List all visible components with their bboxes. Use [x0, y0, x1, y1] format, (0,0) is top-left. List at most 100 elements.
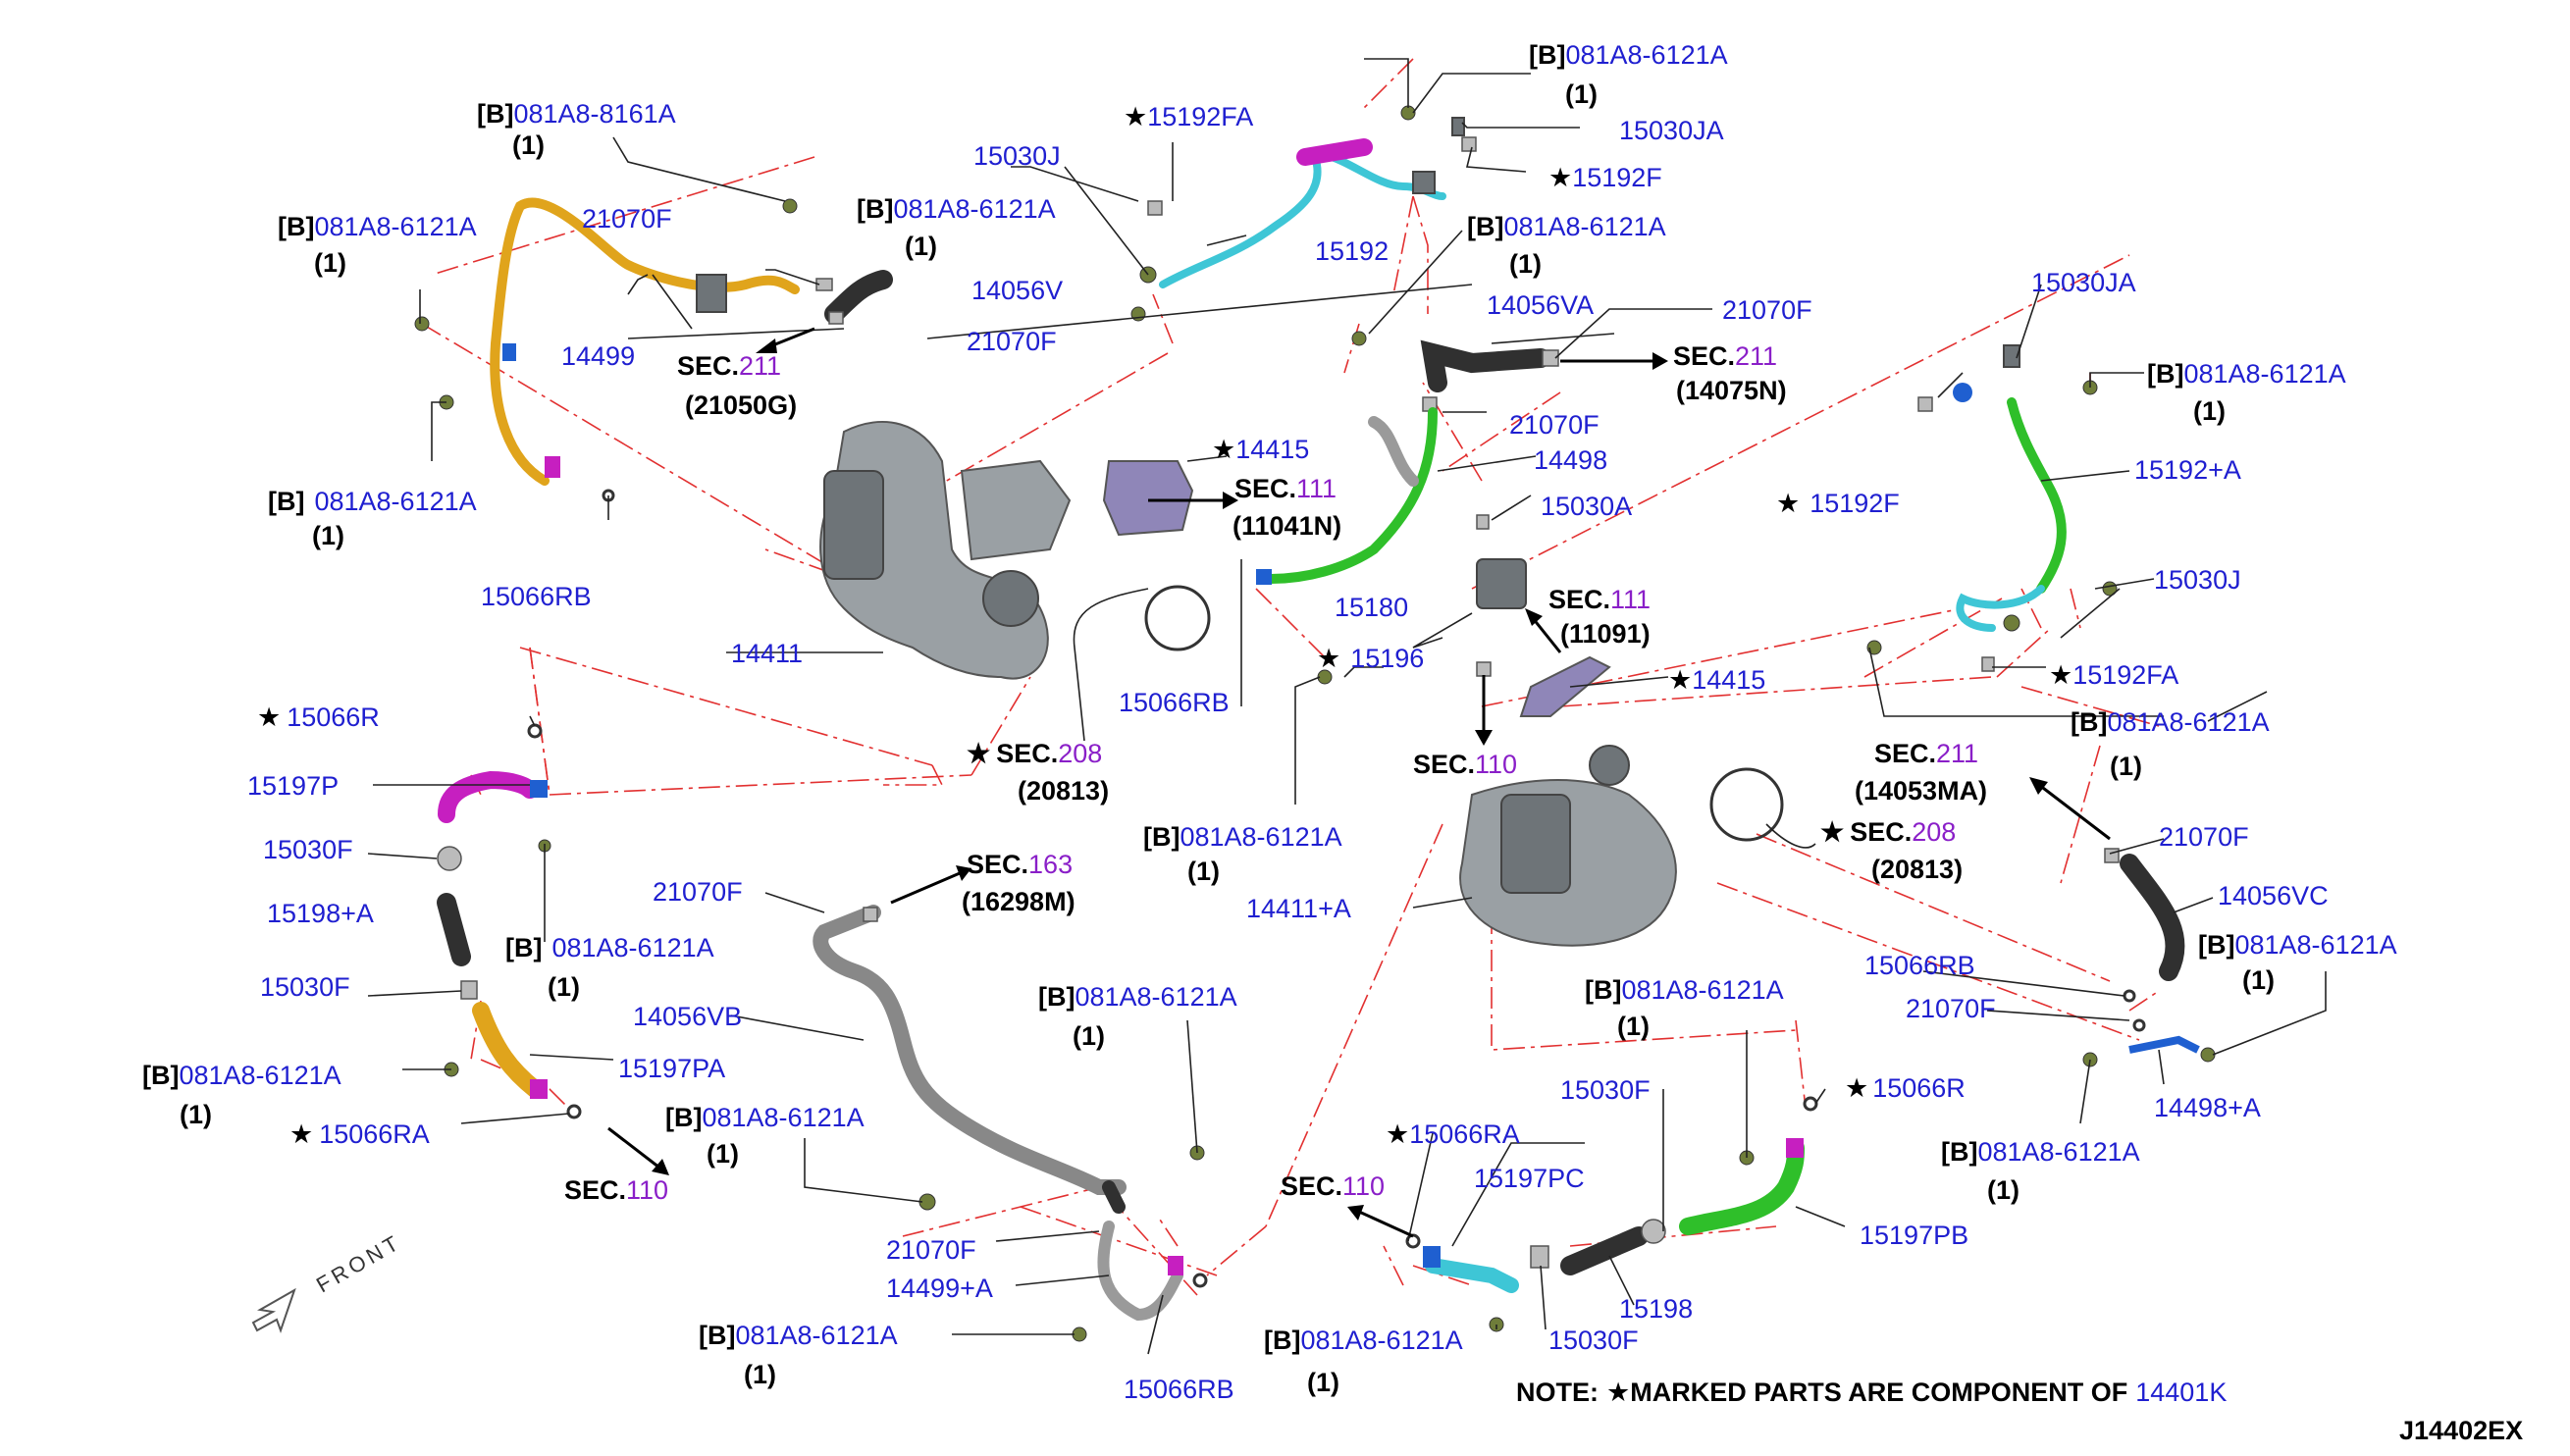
part-15030F: 15030F: [1560, 1075, 1651, 1105]
label-081A8-6121A: [B]081A8-6121A: [1038, 982, 1237, 1012]
label-081A8-6121A: [B]081A8-6121A: [1529, 40, 1728, 70]
pipe-15192A: [2007, 397, 2067, 594]
label-081A8-6121A: [B]081A8-6121A: [699, 1321, 898, 1350]
label-081A8-6121A: [B]081A8-6121A: [268, 487, 477, 516]
part-15066RB: 15066RB: [1119, 688, 1230, 717]
label-qty: (1): [1509, 249, 1542, 279]
label-081A8-6121A: [B]081A8-6121A: [1264, 1326, 1463, 1355]
part-14498A: 14498+A: [2154, 1093, 2261, 1122]
section-sub: (21050G): [685, 390, 797, 420]
label-081A8-6121A: [B]081A8-6121A: [1143, 822, 1342, 852]
section-sub: (11041N): [1233, 511, 1341, 541]
part-15198: 15198: [1619, 1294, 1693, 1324]
label-081A8-6121A: [B]081A8-6121A: [857, 194, 1056, 224]
part-graphics: [414, 105, 2216, 1342]
label-qty: (1): [312, 521, 344, 550]
part-15180: 15180: [1335, 593, 1408, 622]
label-qty: (1): [1565, 79, 1598, 109]
part-15066RB: 15066RB: [481, 582, 592, 611]
hose-15198: [1560, 1226, 1649, 1275]
part-14056VC: 14056VC: [2218, 881, 2329, 910]
section-163: SEC.163: [967, 850, 1073, 879]
part-15066RA: ★15066RA: [1386, 1119, 1520, 1149]
section-211: SEC.211: [1874, 739, 1978, 768]
section-110: SEC.110: [1413, 750, 1517, 779]
part-15030J: 15030J: [973, 141, 1061, 171]
part-14498: 14498: [1534, 445, 1607, 475]
section-111: SEC.111: [1548, 585, 1651, 614]
pipe-15192: [1159, 151, 1446, 288]
section-208: ★SEC.208: [967, 739, 1102, 768]
ring-20813: [1709, 767, 1784, 842]
sensor-15180: [1476, 558, 1527, 609]
label-081A8-6121A: [B]081A8-6121A: [2147, 359, 2346, 389]
front-label: FRONT: [312, 1229, 405, 1298]
hose-15197PB: [1679, 1139, 1805, 1235]
label-081A8-6121A: [B]081A8-6121A: [2198, 930, 2397, 960]
section-208: ★SEC.208: [1820, 817, 1956, 847]
section-sub: (11091): [1560, 619, 1651, 649]
part-14056VB: 14056VB: [633, 1002, 742, 1031]
part-15192: 15192: [1315, 236, 1389, 266]
part-callouts: ★15192FA 15030J 15030JA ★15192F 15192 21…: [247, 102, 2329, 1404]
part-15030JA: 15030JA: [2031, 268, 2136, 297]
hose-15198A: [437, 893, 471, 966]
bolt-labels: [B]081A8-8161A (1) [B]081A8-6121A (1) [B…: [142, 40, 2397, 1397]
part-15030F: 15030F: [1548, 1326, 1639, 1355]
label-081A8-6121A: [B]081A8-6121A: [665, 1103, 865, 1132]
part-14415: ★14415: [1668, 665, 1765, 695]
part-21070F: 21070F: [1906, 994, 1996, 1023]
part-21070F: 21070F: [2159, 822, 2249, 852]
label-081A8-6121A: [B]081A8-6121A: [142, 1061, 341, 1090]
diagram-id: J14402EX: [2399, 1416, 2523, 1445]
part-15192F: ★15192F: [1776, 489, 1900, 518]
part-15030JA: 15030JA: [1619, 116, 1724, 145]
part-21070F: 21070F: [653, 877, 743, 907]
gasket-14415: [1102, 460, 1194, 537]
hose-14056V: [824, 270, 893, 324]
turbocharger-14411: [819, 421, 1072, 680]
part-21070F: 21070F: [582, 204, 672, 234]
part-14056V: 14056V: [971, 276, 1063, 305]
section-211: SEC.211: [677, 351, 781, 381]
hose-15197PC: [1425, 1258, 1519, 1293]
label-qty: (1): [180, 1100, 212, 1129]
part-15066R: ★15066R: [1845, 1073, 1966, 1103]
label-qty: (1): [1073, 1021, 1105, 1051]
label-qty: (1): [1307, 1368, 1339, 1397]
part-15030A: 15030A: [1541, 492, 1632, 521]
part-15192FA: ★15192FA: [2049, 660, 2178, 690]
hose-14056VA: [1420, 339, 1550, 392]
part-15030F: 15030F: [263, 835, 353, 864]
label-qty: (1): [512, 130, 545, 160]
label-081A8-6121A: [B]081A8-6121A: [1941, 1137, 2140, 1167]
part-21070F: 21070F: [967, 327, 1057, 356]
label-081A8-6121A: [B]081A8-6121A: [2071, 707, 2270, 737]
part-15192A: 15192+A: [2134, 455, 2241, 485]
label-081A8-6121A: [B]081A8-6121A: [278, 212, 477, 241]
phantom-lines: [421, 58, 2160, 1296]
part-15198A: 15198+A: [267, 899, 374, 928]
turbocharger-14411A: [1459, 745, 1677, 947]
hose-14056VC: [2120, 854, 2185, 981]
part-15030F: 15030F: [260, 972, 350, 1002]
section-sub: (20813): [1871, 855, 1963, 884]
label-081A8-6121A: [B]081A8-6121A: [1585, 975, 1784, 1005]
section-sub: (14053MA): [1855, 776, 1987, 806]
pipe-14056VB: [813, 905, 1127, 1195]
gasket-14415-b: [1519, 655, 1611, 717]
label-qty: (1): [2193, 396, 2226, 426]
part-21070F: 21070F: [1722, 295, 1812, 325]
front-direction-marker: FRONT: [251, 1229, 405, 1334]
hose-15197PA: [472, 1002, 544, 1098]
pipe-14499A: [1097, 1221, 1183, 1322]
label-qty: (1): [1617, 1012, 1650, 1041]
label-qty: (1): [548, 972, 580, 1002]
section-sub: (16298M): [962, 887, 1075, 916]
pipe-14498: [1266, 407, 1438, 584]
part-15066RB: 15066RB: [1124, 1375, 1234, 1404]
part-15197P: 15197P: [247, 771, 339, 801]
part-15197PB: 15197PB: [1860, 1221, 1968, 1250]
